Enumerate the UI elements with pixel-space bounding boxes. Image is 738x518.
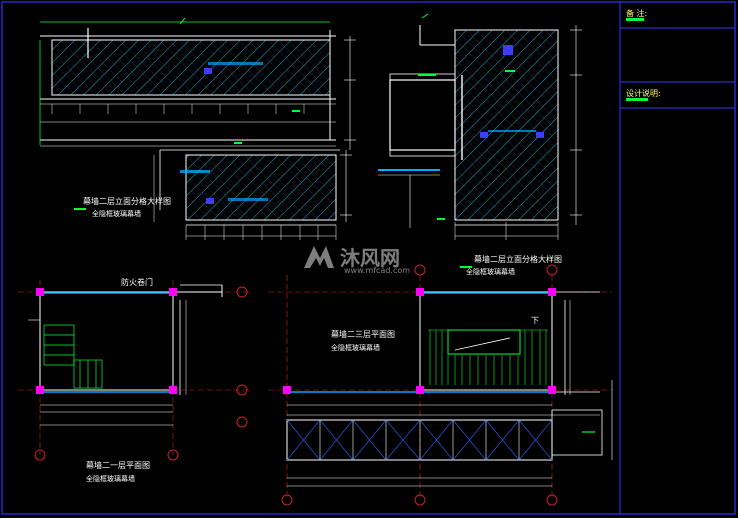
elevation-center: [153, 149, 352, 240]
title-block-green-tag-2: [626, 98, 648, 101]
plan-bottom-left: [18, 280, 250, 461]
drawing-title-2: 幕墙二层立面分格大样图: [474, 255, 562, 264]
door-label: 防火卷门: [121, 278, 153, 287]
drawing-subtitle-4: 全隐框玻璃幕墙: [331, 344, 380, 352]
title-marker-2: [460, 266, 472, 268]
title-block-note-label: 备 注:: [626, 9, 648, 18]
drawing-subtitle-2: 全隐框玻璃幕墙: [466, 268, 515, 276]
drawing-title-3: 幕墙二一层平面图: [86, 461, 150, 470]
title-block-green-tag-1: [626, 18, 644, 21]
drawing-title-4: 幕墙二三层平面图: [331, 330, 395, 339]
title-block-design-label: 设计说明:: [626, 89, 661, 98]
elevation-top-left: [39, 17, 356, 150]
stair-down-label: 下: [531, 316, 539, 325]
title-marker-1: [74, 208, 86, 210]
watermark: 沐风网 www.mfcad.com: [300, 238, 460, 278]
plan-bottom-right: [268, 264, 613, 506]
drawing-subtitle-3: 全隐框玻璃幕墙: [86, 475, 135, 483]
watermark-url: www.mfcad.com: [344, 266, 411, 275]
elevation-top-right: [378, 13, 582, 240]
watermark-brand: 沐风网: [340, 246, 400, 270]
watermark-logo-icon: [304, 246, 334, 268]
drawing-subtitle-1: 全隐框玻璃幕墙: [92, 210, 141, 218]
drawing-title-1: 幕墙二层立面分格大样图: [83, 197, 171, 206]
